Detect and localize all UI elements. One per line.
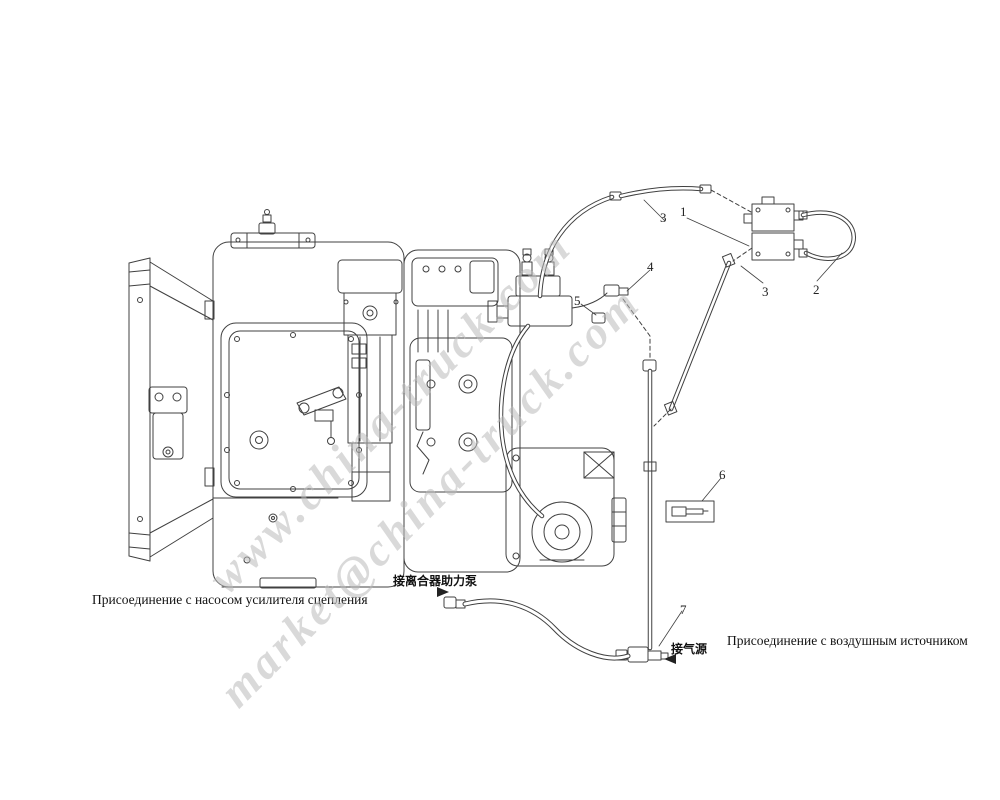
air-control-unit (743, 196, 804, 261)
clutch-arrow-icon (437, 587, 449, 597)
callout-1: 1 (680, 204, 687, 219)
hose-7-clutch (443, 596, 631, 661)
label-air-source-ru: Присоединение с воздушным источником (727, 633, 968, 648)
pto-pump (505, 447, 627, 567)
callout-2: 2 (813, 282, 820, 297)
callout-3-lower: 3 (762, 284, 769, 299)
pipe-3-diagonal (653, 247, 753, 427)
callout-7: 7 (680, 602, 687, 617)
callout-6: 6 (719, 467, 726, 482)
callout-4: 4 (647, 259, 654, 274)
part-6-box (665, 500, 715, 523)
hose-3-upper (537, 184, 752, 299)
leader-lines (580, 199, 843, 647)
hose-2 (798, 210, 856, 261)
air-arrow-icon (664, 654, 676, 664)
callout-5: 5 (574, 293, 581, 308)
rear-housing (403, 249, 521, 573)
valve-assembly (487, 248, 629, 519)
label-clutch-pump-zh: 接离合器助力泵 (393, 574, 478, 588)
label-air-source-zh: 接气源 (671, 642, 708, 656)
bell-housing-flange (128, 257, 214, 562)
pipe-air-vertical (622, 298, 657, 651)
gear-tower (337, 259, 403, 502)
t-fitting-air-source (615, 646, 669, 663)
label-clutch-pump-ru: Присоединение с насосом усилителя сцепле… (92, 592, 368, 607)
callout-3-upper: 3 (660, 210, 667, 225)
annotation-arrows (437, 587, 676, 664)
main-case (204, 209, 405, 589)
